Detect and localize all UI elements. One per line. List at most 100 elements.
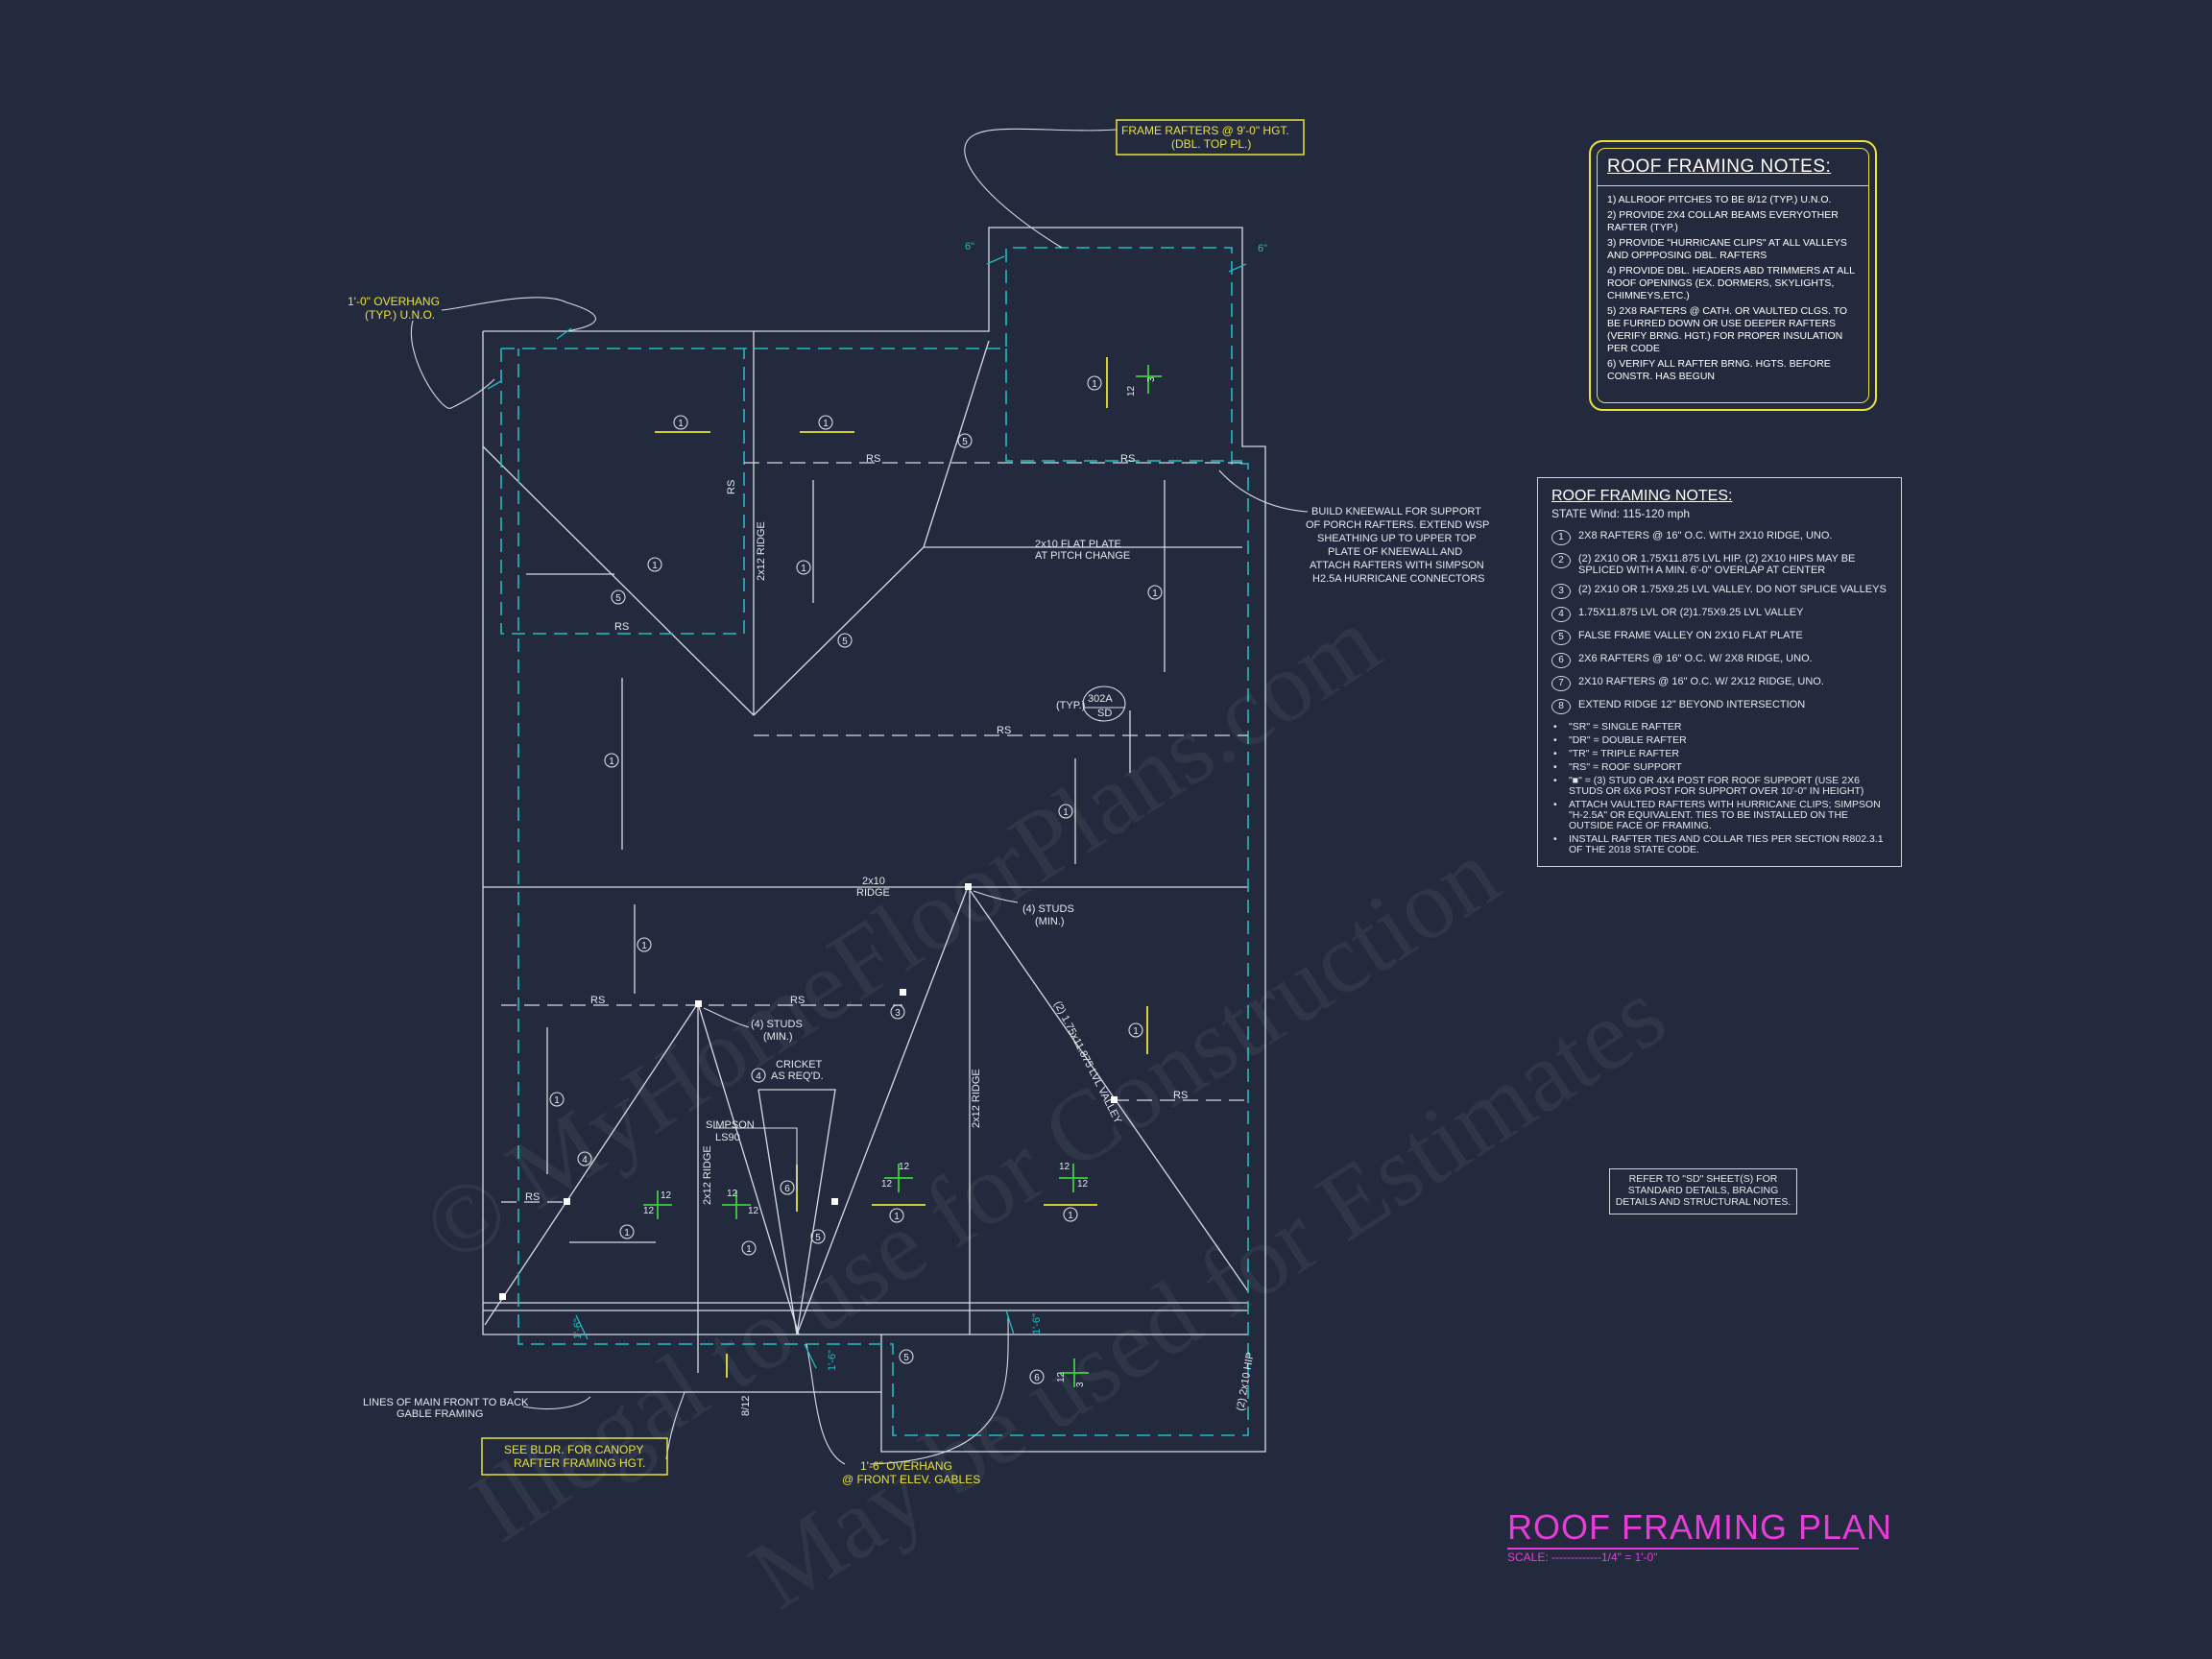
svg-text:1: 1 <box>678 419 684 429</box>
legend-bullet: INSTALL RAFTER TIES AND COLLAR TIES PER … <box>1551 834 1887 855</box>
dim-label: 1'-6" <box>572 1318 584 1339</box>
flat-plate-label: 2x10 FLAT PLATE <box>1035 539 1121 550</box>
note-item: 2) PROVIDE 2x4 COLLAR BEAMS EVERYOTHER R… <box>1607 209 1839 233</box>
ridge-label: 2x12 RIDGE <box>971 1069 982 1128</box>
svg-text:5: 5 <box>842 637 848 647</box>
pitch-label: 12 <box>748 1206 759 1216</box>
hip-line <box>484 1002 699 1326</box>
post-square <box>1111 1096 1118 1103</box>
note-item: 3) PROVIDE "HURRICANE CLIPS" AT ALL VALL… <box>1607 237 1847 261</box>
pitch-label: 3 <box>1146 376 1157 382</box>
hip-line <box>697 1002 800 1335</box>
rs-label: RS <box>997 725 1011 736</box>
leader-line <box>973 890 1019 903</box>
notes-list: 1) ALLROOF PITCHES TO BE 8/12 (TYP.) U.N… <box>1607 194 1859 383</box>
gable-note: LINES OF MAIN FRONT TO BACK <box>363 1397 529 1408</box>
post-square <box>831 1198 838 1205</box>
kneewall-note: PLATE OF KNEEWALL AND <box>1328 546 1462 558</box>
leader-line <box>869 1314 1009 1465</box>
legend-row: 2(2) 2x10 OR 1.75x11.875 LVL HIP. (2) 2x… <box>1551 553 1887 576</box>
svg-text:3: 3 <box>895 1008 901 1019</box>
studs-label: (MIN.) <box>1035 916 1065 927</box>
rs-label: RS <box>614 621 629 633</box>
canopy-note: RAFTER FRAMING HGT. <box>514 1456 645 1470</box>
detail-number: 302A <box>1088 693 1113 705</box>
svg-text:4: 4 <box>756 1071 761 1082</box>
refer-note-box: REFER TO "SD" SHEET(S) FOR STANDARD DETA… <box>1609 1168 1797 1214</box>
svg-text:4: 4 <box>582 1155 588 1166</box>
svg-text:1: 1 <box>652 561 658 571</box>
valley-line <box>967 886 1249 1292</box>
pitch-symbol <box>722 1190 751 1219</box>
legend-bullet: "RS" = ROOF SUPPORT <box>1551 762 1887 774</box>
leader-line <box>805 1343 846 1465</box>
legend-heading: ROOF FRAMING NOTES: <box>1551 488 1733 504</box>
svg-text:1: 1 <box>624 1228 630 1238</box>
legend-bullet: "DR" = DOUBLE RAFTER <box>1551 735 1887 747</box>
svg-text:1: 1 <box>1063 807 1069 818</box>
legend-bullet: "■" = (3) STUD OR 4x4 POST FOR ROOF SUPP… <box>1551 776 1887 797</box>
post-square <box>499 1293 506 1300</box>
pitch-label: 12 <box>727 1189 738 1199</box>
bay-plate-dashed <box>500 349 745 635</box>
ridge-label: 2x10 <box>862 876 885 887</box>
svg-text:1: 1 <box>1068 1211 1073 1221</box>
rs-label: RS <box>790 995 805 1006</box>
leader-line <box>410 320 495 409</box>
svg-text:1: 1 <box>1152 589 1158 599</box>
pitch-symbol <box>1060 1358 1089 1387</box>
valley-line <box>796 886 969 1335</box>
svg-text:1: 1 <box>641 941 647 951</box>
pitch-label: 8/12 <box>740 1396 752 1416</box>
leader-line <box>522 1396 591 1410</box>
callout-frame-rafters <box>1116 119 1305 156</box>
pitch-label: 12 <box>1056 1371 1067 1382</box>
rs-label: RS <box>866 453 880 465</box>
svg-text:1: 1 <box>609 757 614 767</box>
rs-label: RS <box>1120 453 1135 465</box>
svg-text:1: 1 <box>1133 1026 1139 1037</box>
pitch-symbol <box>884 1164 913 1192</box>
outer-wall-outline <box>482 227 1266 1453</box>
gable-note: GABLE FRAMING <box>397 1408 483 1420</box>
rs-label: RS <box>590 995 605 1006</box>
pitch-label: 3 <box>1075 1382 1086 1387</box>
svg-text:1: 1 <box>894 1212 900 1222</box>
cricket-label: AS REQ'D. <box>771 1070 824 1082</box>
flat-plate-label: AT PITCH CHANGE <box>1035 550 1130 562</box>
callout-canopy <box>481 1437 668 1476</box>
legend-row: 72x10 RAFTERS @ 16" O.C. W/ 2x12 RIDGE, … <box>1551 676 1887 691</box>
roof-framing-notes-box: ROOF FRAMING NOTES: 1) ALLROOF PITCHES T… <box>1589 140 1877 411</box>
svg-text:1: 1 <box>1092 379 1097 390</box>
svg-text:5: 5 <box>815 1233 821 1243</box>
simpson-label: SIMPSON <box>706 1119 755 1131</box>
pitch-label: 12 <box>1126 385 1137 397</box>
svg-text:1: 1 <box>554 1095 560 1106</box>
cricket-label: CRICKET <box>776 1059 823 1070</box>
svg-text:6: 6 <box>1034 1373 1040 1383</box>
post-square <box>564 1198 570 1205</box>
leader-line <box>703 1007 750 1028</box>
kneewall-note: OF PORCH RAFTERS. EXTEND WSP <box>1306 519 1489 531</box>
drawing-scale: SCALE: -------------1/4" = 1'-0" <box>1507 1551 1658 1564</box>
kneewall-note: ATTACH RAFTERS WITH SIMPSON <box>1310 560 1484 571</box>
overhang-note: @ FRONT ELEV. GABLES <box>842 1473 980 1486</box>
valley-line <box>753 546 925 716</box>
pitch-label: 12 <box>661 1190 672 1201</box>
pitch-label: 12 <box>899 1162 910 1172</box>
leader-line <box>964 128 1118 249</box>
note-item: 6) VERIFY ALL RAFTER BRNG. HGTS. BEFORE … <box>1607 358 1831 382</box>
post-square <box>900 989 906 996</box>
hip-label: (2) 2x10 HIP <box>1235 1352 1257 1412</box>
leader-line <box>713 1127 798 1190</box>
ridge-label: 2x12 RIDGE <box>702 1145 713 1205</box>
pitch-symbol <box>1059 1164 1088 1192</box>
svg-text:5: 5 <box>903 1353 909 1363</box>
rs-label: RS <box>726 480 737 494</box>
porch-plate-dashed <box>1005 349 1242 462</box>
legend-bullet: "SR" = SINGLE RAFTER <box>1551 722 1887 733</box>
svg-text:1: 1 <box>746 1244 752 1255</box>
